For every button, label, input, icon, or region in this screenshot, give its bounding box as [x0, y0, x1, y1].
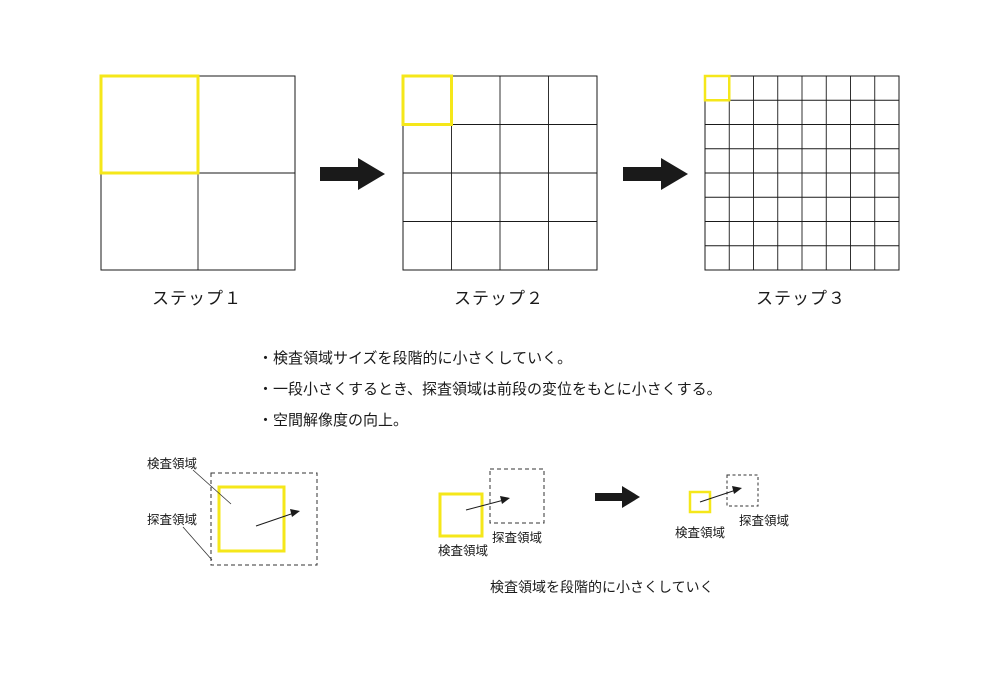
bullet-1: ・検査領域サイズを段階的に小さくしていく。: [258, 349, 573, 367]
shrink-inspect-label-large: 検査領域: [438, 543, 489, 558]
bullet-3: ・空間解像度の向上。: [258, 411, 409, 429]
shrink-search-label-large: 探査領域: [492, 530, 543, 545]
legend-inspect-label: 検査領域: [147, 456, 198, 471]
step-arrow-1: [320, 158, 385, 190]
step1-grid: [99, 74, 296, 271]
highlighted-inspect-cell: [703, 74, 731, 102]
legend-inspect-area: [217, 485, 286, 553]
shrink-arrow: [595, 486, 640, 508]
legend-displacement-arrowhead: [290, 509, 300, 517]
legend-search-label: 探査領域: [147, 512, 198, 527]
highlighted-inspect-cell: [401, 74, 453, 126]
shrink-search-area-small: [726, 474, 759, 507]
shrink-inspect-area-small: [688, 490, 712, 514]
shrink-inspect-label-small: 検査領域: [675, 525, 726, 540]
step3-label: ステップ３: [756, 289, 846, 309]
highlighted-inspect-cell: [99, 74, 200, 175]
shrink-search-label-small: 探査領域: [739, 513, 790, 528]
step2-grid: [401, 74, 598, 271]
legend-displacement-arrow: [255, 512, 295, 527]
shrink-displacement-arrowhead-large: [500, 496, 510, 504]
step-arrow-2: [623, 158, 688, 190]
bullet-2: ・一段小さくするとき、探査領域は前段の変位をもとに小さくする。: [258, 380, 722, 398]
step2-label: ステップ２: [454, 289, 544, 309]
legend-search-area: [210, 472, 318, 566]
shrink-displacement-arrow-small: [699, 489, 737, 503]
step1-label: ステップ１: [152, 289, 242, 309]
step3-grid: [703, 74, 900, 271]
shrink-search-area-large: [489, 468, 545, 524]
legend-leader-search: [182, 526, 213, 561]
shrink-displacement-arrowhead-small: [732, 486, 742, 494]
legend-leader-inspect: [192, 469, 232, 505]
shrink-caption: 検査領域を段階的に小さくしていく: [490, 580, 714, 596]
shrink-displacement-arrow-large: [465, 499, 505, 511]
shrink-inspect-area-large: [438, 492, 484, 538]
